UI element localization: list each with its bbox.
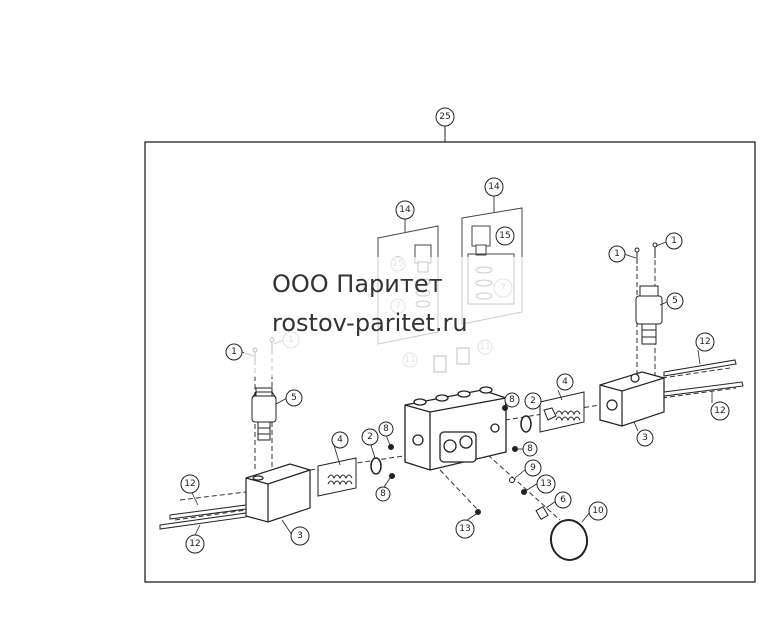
end-block-left — [245, 463, 311, 523]
solenoid-right — [635, 285, 663, 345]
callout-5-right: 5 — [672, 296, 678, 306]
callout-8-d: 8 — [527, 444, 533, 454]
seal-ring-left — [370, 457, 382, 475]
callout-12-d: 12 — [189, 539, 200, 549]
callout-9: 9 — [530, 463, 536, 473]
callout-1-c: 1 — [614, 249, 620, 259]
callout-5-left: 5 — [291, 393, 297, 403]
spring-assembly-left — [317, 457, 357, 497]
o-ring — [549, 519, 589, 561]
callout-8-a: 8 — [383, 424, 389, 434]
callout-12-c: 12 — [184, 479, 195, 489]
seal-ring-right — [520, 415, 532, 433]
watermark-company-name: ООО Паритет — [272, 270, 443, 298]
callout-2-right: 2 — [530, 396, 536, 406]
callout-6: 6 — [560, 495, 566, 505]
callout-10: 10 — [592, 506, 604, 516]
tie-rods — [159, 359, 744, 530]
spring-assembly-right — [539, 391, 585, 433]
callout-25: 25 — [439, 112, 450, 122]
callout-13-a: 13 — [540, 479, 551, 489]
callout-12-a: 12 — [699, 337, 710, 347]
watermark-backdrop — [244, 257, 530, 377]
callout-8-b: 8 — [380, 489, 386, 499]
callout-15-right: 15 — [499, 231, 510, 241]
valve-body — [404, 386, 507, 471]
callout-3-right: 3 — [642, 433, 648, 443]
assembly-frame — [144, 141, 756, 583]
callout-13-b: 13 — [459, 524, 470, 534]
callout-4-right: 4 — [562, 377, 568, 387]
callout-4-left: 4 — [337, 435, 343, 445]
end-block-right — [599, 371, 665, 427]
callout-2-left: 2 — [367, 432, 373, 442]
callout-3-left: 3 — [297, 531, 303, 541]
callout-12-b: 12 — [714, 406, 725, 416]
callout-14-right: 14 — [488, 182, 500, 192]
callout-1-a: 1 — [231, 347, 237, 357]
callout-1-d: 1 — [671, 236, 677, 246]
callout-8-c: 8 — [509, 395, 515, 405]
watermark-website: rostov-paritet.ru — [272, 309, 468, 337]
callout-14-left: 14 — [399, 205, 411, 215]
solenoid-left — [251, 387, 277, 441]
